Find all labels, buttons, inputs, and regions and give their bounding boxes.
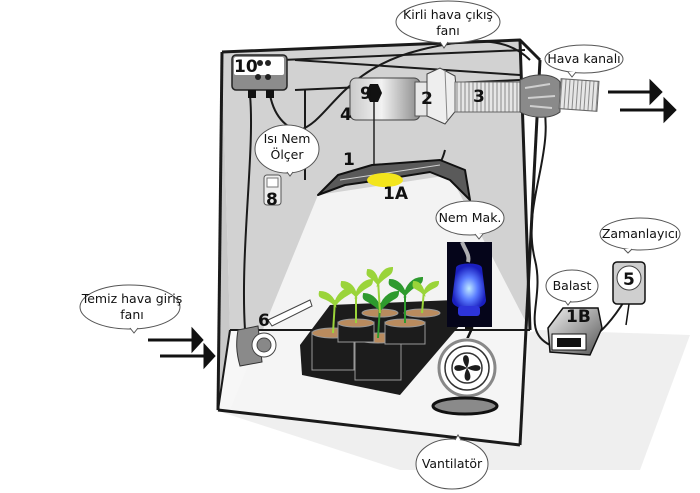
hanger-icon xyxy=(366,84,382,102)
callout-duct: Hava kanalı xyxy=(544,44,624,78)
humidifier xyxy=(447,241,492,327)
callout-ballast: Balast xyxy=(545,269,599,306)
label-5: 5 xyxy=(623,270,635,290)
label-7: 9 xyxy=(360,84,372,104)
pots xyxy=(311,308,441,381)
callout-timer-text: Zamanlayıcı xyxy=(602,226,678,241)
label-1a: 1A xyxy=(383,184,409,204)
reflector-hood xyxy=(317,159,471,201)
label-4: 3 xyxy=(473,87,485,107)
label-8: 7 xyxy=(464,324,474,342)
label-10: 10 xyxy=(234,57,258,77)
callout-humidifier-text: Nem Mak. xyxy=(439,210,502,225)
callout-exhaust-fan: Kirli hava çıkış fanı xyxy=(395,0,501,49)
ducting xyxy=(454,74,600,118)
callout-exhaust-fan-line2: fanı xyxy=(436,23,459,38)
callout-humidifier: Nem Mak. xyxy=(435,200,505,240)
callout-ventilator-text: Vantilatör xyxy=(422,456,483,471)
plant-tray xyxy=(300,266,460,395)
timer xyxy=(612,261,646,326)
plants xyxy=(318,266,440,339)
callout-ventilator: Vantilatör xyxy=(415,434,489,490)
callout-timer: Zamanlayıcı xyxy=(599,217,681,254)
callout-thermo-line1: Isı Nem xyxy=(264,131,311,146)
label-9: 8 xyxy=(266,190,278,210)
callout-thermo-line2: Ölçer xyxy=(270,146,304,162)
lamp-bulb xyxy=(367,173,403,187)
exhaust-arrows xyxy=(608,78,677,124)
label-2: 2 xyxy=(421,89,433,109)
callout-duct-text: Hava kanalı xyxy=(547,51,620,66)
label-1b: 1B xyxy=(566,307,591,327)
exhaust-fan xyxy=(414,67,459,125)
label-3: 4 xyxy=(340,105,352,125)
intake-arrows xyxy=(148,326,216,370)
intake-fan xyxy=(236,299,313,367)
thermo-hygrometer xyxy=(263,174,282,206)
label-6: 6 xyxy=(258,311,270,331)
controller-box xyxy=(231,54,288,98)
callout-intake-line2: fanı xyxy=(120,307,143,322)
callout-exhaust-fan-line1: Kirli hava çıkış xyxy=(403,7,493,22)
standing-fan xyxy=(431,338,499,416)
label-1: 1 xyxy=(343,150,355,170)
callout-intake-line1: Temiz hava giriş xyxy=(81,291,183,306)
callout-intake-fan: Temiz hava giriş fanı xyxy=(79,284,183,334)
callout-thermo-hygrometer: Isı Nem Ölçer xyxy=(254,124,320,177)
callout-ballast-text: Balast xyxy=(553,278,592,293)
ballast xyxy=(547,307,603,356)
